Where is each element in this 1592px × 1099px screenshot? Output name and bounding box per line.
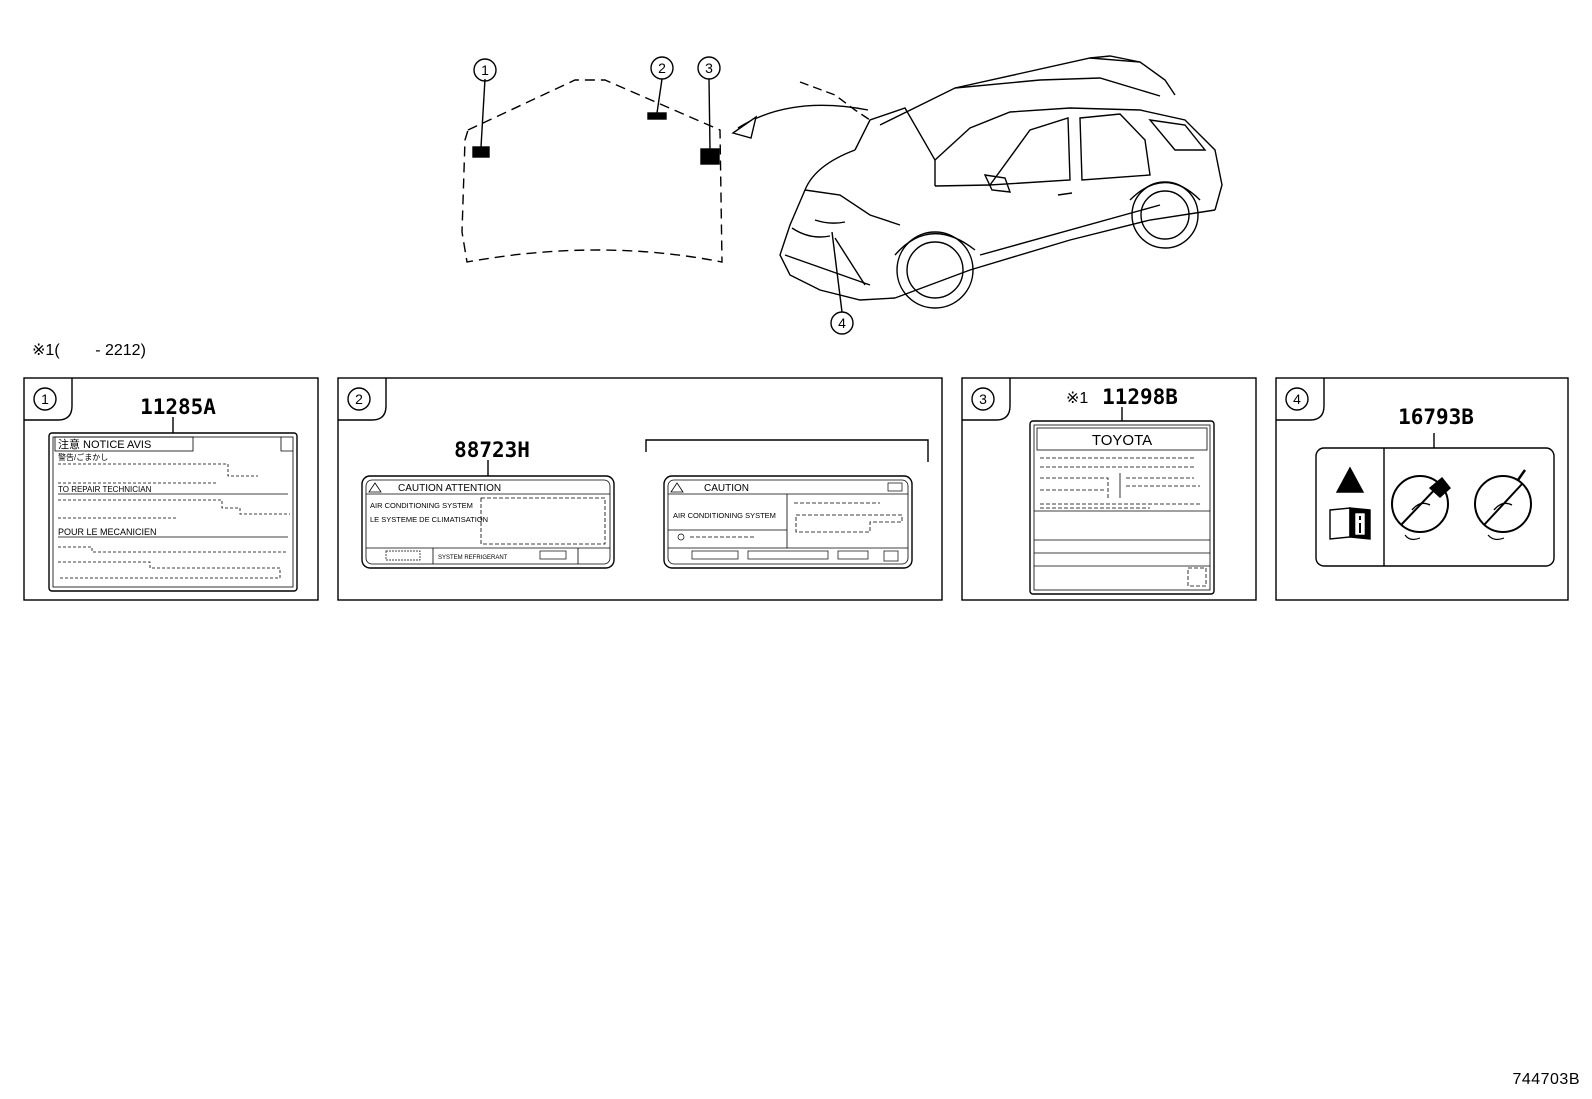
- label-position-2: [647, 112, 667, 120]
- panel-2-frame: [337, 377, 943, 601]
- label-88723H: [361, 460, 615, 569]
- figure-id: 744703B: [1512, 1071, 1580, 1088]
- part-number-11285A: 11285A: [140, 395, 216, 419]
- label-b-line-1: AIR CONDITIONING SYSTEM: [673, 511, 776, 520]
- panel-3-number: 3: [979, 391, 987, 407]
- label-a-line-2: LE SYSTEME DE CLIMATISATION: [370, 515, 488, 524]
- panel-3-frame: [961, 377, 1257, 601]
- label-11298B: [1029, 407, 1215, 595]
- label-11285A: [48, 417, 298, 592]
- notice-line-2: TO REPAIR TECHNICIAN: [58, 485, 152, 494]
- footnote: ※1( - 2212): [32, 340, 146, 360]
- panel-4-frame: [1275, 377, 1569, 601]
- footnote-text: ( - 2212): [54, 342, 146, 359]
- hood-arrow: [731, 104, 869, 139]
- panel-1-frame: [23, 377, 319, 601]
- callout-1-circle: [473, 58, 497, 82]
- label-a-footer: SYSTEM REFRIGERANT: [438, 555, 508, 561]
- no-pressure-wash-icon: [1474, 469, 1532, 541]
- no-spray-icon: [1391, 475, 1451, 541]
- notice-header: 注意 NOTICE AVIS: [58, 437, 151, 451]
- panel-4-number: 4: [1293, 391, 1301, 407]
- label-16793B: [1315, 433, 1555, 567]
- label-b-header: CAUTION: [704, 483, 749, 494]
- toyota-brand-text: TOYOTA: [1092, 432, 1152, 449]
- callout-3-number: 3: [705, 60, 713, 76]
- part-number-11298B: 11298B: [1102, 385, 1178, 409]
- hood-outline: [461, 78, 723, 263]
- callout-4-circle: [830, 311, 854, 335]
- manual-info-icon: [1329, 507, 1371, 540]
- panel-3-footnote-mark: ※1: [1066, 390, 1088, 407]
- notice-line-3: POUR LE MECANICIEN: [58, 527, 157, 537]
- notice-line-1: 警告/ごまかし: [58, 452, 108, 462]
- panel-2-number: 2: [355, 391, 363, 407]
- part-number-88723H: 88723H: [454, 438, 530, 462]
- callout-1-number: 1: [481, 62, 489, 78]
- warning-triangle-icon: [1335, 466, 1365, 493]
- part-number-16793B: 16793B: [1398, 405, 1474, 429]
- footnote-mark: ※1: [32, 342, 55, 359]
- callout-2-number: 2: [658, 60, 666, 76]
- label-caution-variant: [645, 439, 929, 569]
- label-position-1: [472, 146, 490, 158]
- label-a-line-1: AIR CONDITIONING SYSTEM: [370, 501, 473, 510]
- label-position-3: [700, 148, 720, 165]
- callout-2-circle: [650, 56, 674, 80]
- callout-4-number: 4: [838, 315, 846, 331]
- callout-3-circle: [697, 56, 721, 80]
- vehicle-drawing: [779, 55, 1223, 313]
- panel-1-number: 1: [41, 391, 49, 407]
- label-a-header: CAUTION ATTENTION: [398, 483, 501, 494]
